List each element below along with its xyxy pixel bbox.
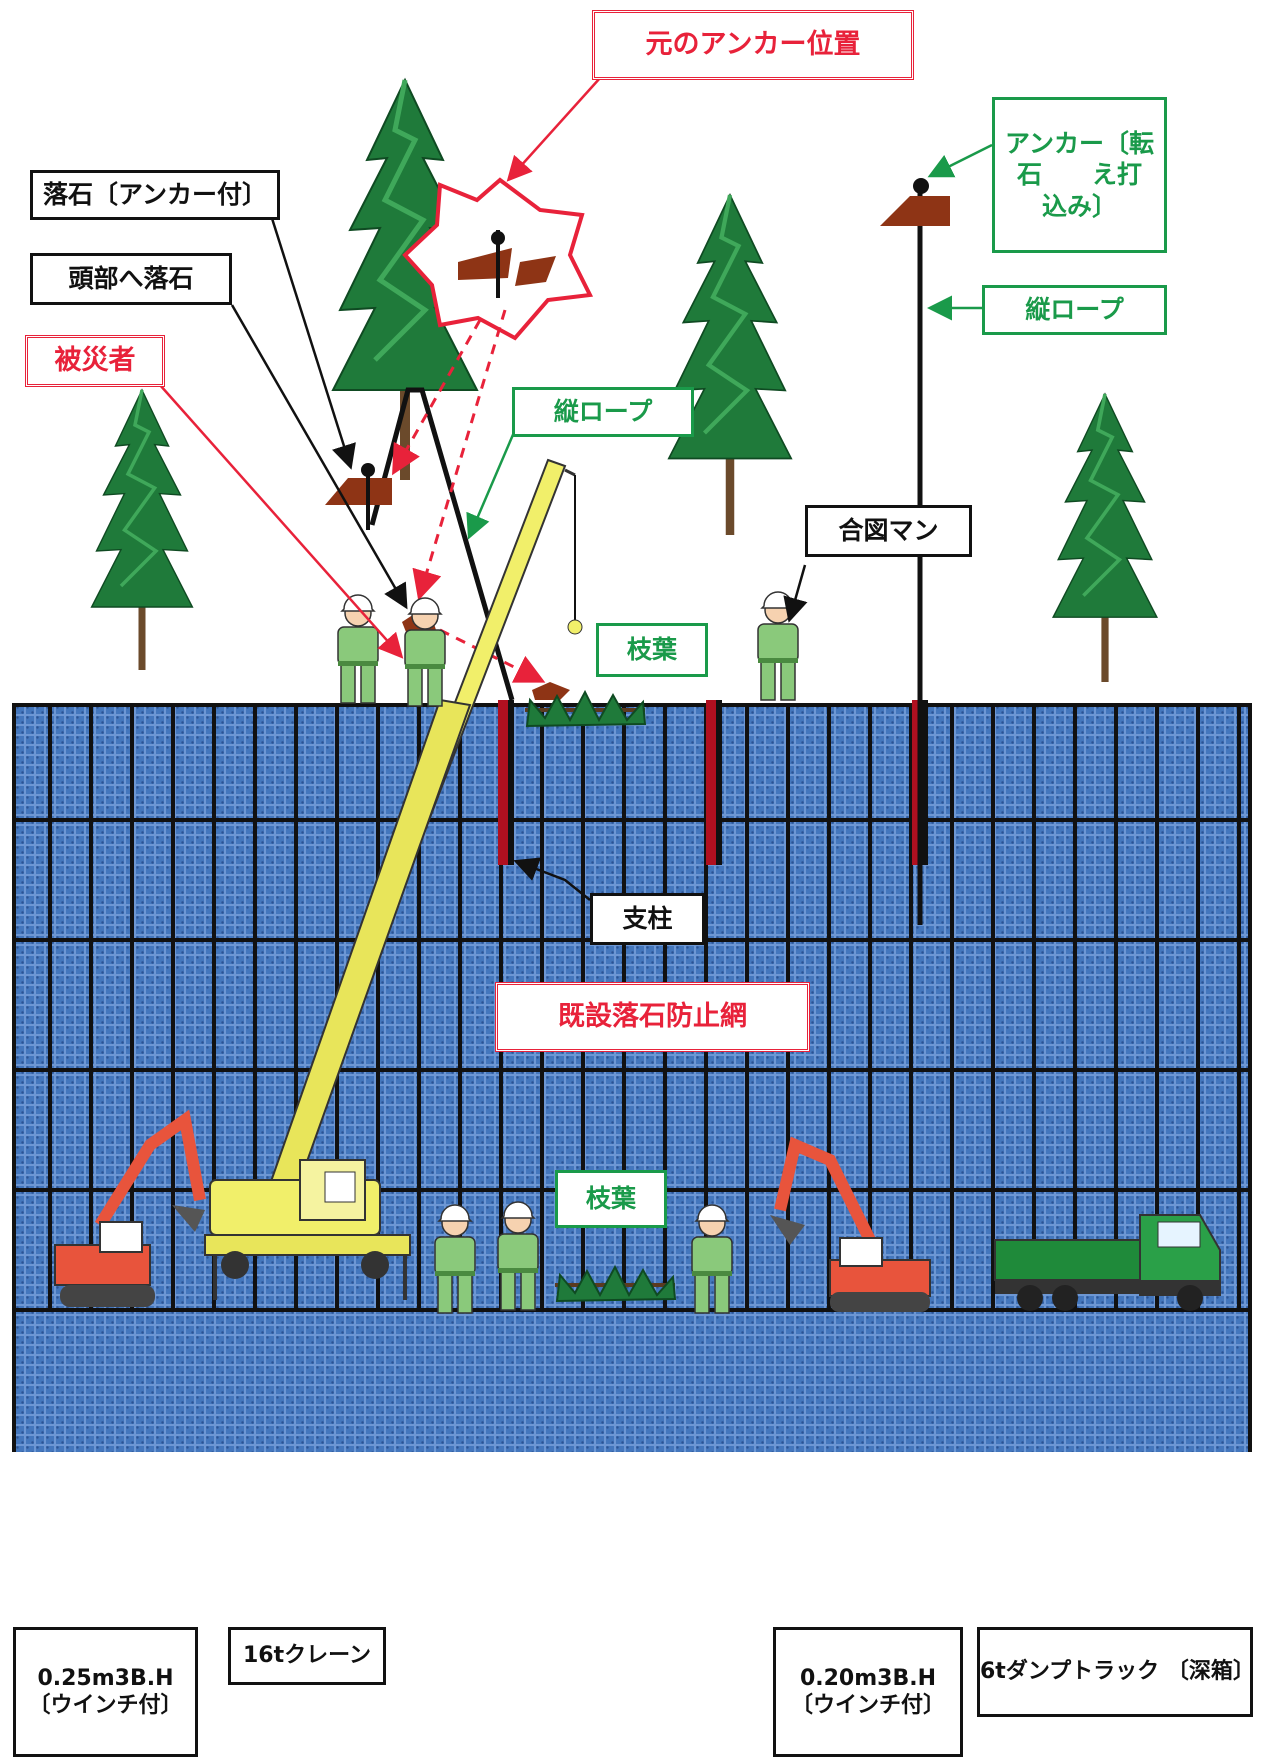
label-vertical-rope-top: 縦ロープ bbox=[512, 387, 694, 437]
label-vertical-rope-mid: 縦ロープ bbox=[982, 285, 1167, 335]
crane-16t bbox=[204, 458, 583, 1300]
post-3 bbox=[912, 700, 928, 865]
tree-center-right bbox=[669, 195, 791, 535]
tree-left bbox=[89, 388, 195, 672]
original-anchor-burst bbox=[402, 177, 594, 341]
label-original-anchor: 元のアンカー位置 bbox=[592, 10, 914, 80]
label-signal-man: 合図マン bbox=[805, 505, 972, 557]
label-equipment-crane: 16tクレーン bbox=[228, 1627, 386, 1685]
work-site-scene bbox=[12, 77, 1252, 1452]
anchor-driven-rock bbox=[880, 178, 950, 226]
falling-rock-with-anchor bbox=[325, 463, 392, 530]
rock-landed bbox=[532, 682, 570, 700]
label-equipment-bh025: 0.25m3B.H 〔ウインチ付〕 bbox=[13, 1627, 198, 1757]
tree-right bbox=[1051, 392, 1159, 684]
label-branches-bottom: 枝葉 bbox=[555, 1170, 667, 1228]
post-1 bbox=[498, 700, 514, 865]
label-anchor-driven: アンカー〔転 石 え打 込み〕 bbox=[992, 97, 1167, 253]
existing-rockfall-net bbox=[12, 703, 1252, 1452]
excavator-left bbox=[54, 1109, 206, 1307]
label-post: 支柱 bbox=[590, 893, 705, 945]
label-rock-to-head: 頭部へ落石 bbox=[30, 253, 232, 305]
label-falling-rock-anchor: 落石〔アンカー付〕 bbox=[30, 170, 280, 220]
excavator-right bbox=[770, 1136, 931, 1312]
post-2 bbox=[706, 700, 722, 865]
worker-top-left bbox=[337, 594, 379, 704]
vertical-rope-fallen bbox=[369, 387, 515, 701]
label-branches-top: 枝葉 bbox=[596, 623, 708, 677]
dump-truck-6t bbox=[994, 1214, 1221, 1311]
worker-victim bbox=[404, 597, 446, 707]
leader-lines bbox=[159, 77, 993, 901]
label-equipment-dump: 6tダンプトラック 〔深箱〕 bbox=[977, 1627, 1255, 1717]
label-existing-net: 既設落石防止網 bbox=[495, 982, 810, 1052]
label-equipment-bh020: 0.20m3B.H 〔ウインチ付〕 bbox=[773, 1627, 963, 1757]
label-victim: 被災者 bbox=[25, 335, 165, 387]
